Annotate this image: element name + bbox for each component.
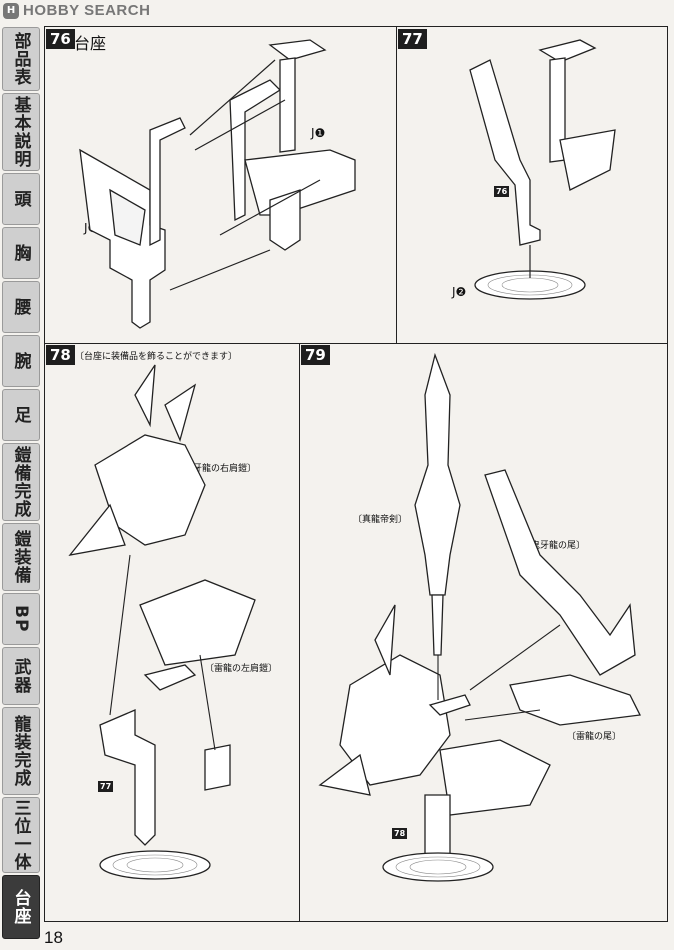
step-77-number: 77 — [398, 29, 427, 49]
tab-head[interactable]: 頭 — [2, 173, 40, 225]
label-tail: 〔鬼牙龍の尾〕 — [522, 541, 586, 551]
tab-stand[interactable]: 台座 — [2, 875, 40, 939]
tab-label: 基本説明 — [10, 96, 31, 168]
tab-label: 胸 — [10, 244, 31, 262]
tab-armor-equip[interactable]: 鎧装備 — [2, 523, 40, 591]
tab-label: 武器 — [10, 658, 31, 694]
label-j1: J❶ — [311, 126, 326, 140]
tab-label: 頭 — [10, 190, 31, 208]
label-right-shoulder-armor: 〔鬼牙龍の右肩鎧〕 — [175, 464, 257, 474]
panel-divider-bottom — [299, 343, 300, 922]
label-thunder-tail: 〔雷龍の尾〕 — [567, 732, 622, 742]
panel-divider-top — [396, 26, 397, 344]
hobby-search-logo: H HOBBY SEARCH — [3, 2, 150, 19]
tab-label: 足 — [10, 406, 31, 424]
shoulder-armor-mount-illustration — [68, 364, 256, 880]
label-sword: 〔真龍帝剣〕 — [353, 515, 408, 525]
tab-arm[interactable]: 腕 — [2, 335, 40, 387]
display-stand-complete-illustration — [318, 352, 641, 882]
step-77-ref-tag: 76 — [494, 186, 510, 197]
panel-divider-middle — [44, 343, 668, 344]
tab-label: 部品表 — [10, 32, 31, 86]
tab-trinity[interactable]: 三位一体 — [2, 797, 40, 873]
tab-dragon-armor-complete[interactable]: 龍装完成 — [2, 707, 40, 795]
tab-weapons[interactable]: 武器 — [2, 647, 40, 705]
tab-label: 台座 — [10, 889, 31, 925]
tab-label: 腰 — [10, 298, 31, 316]
tab-label: 鎧装備 — [10, 530, 31, 584]
step-78-ref-tag: 77 — [98, 781, 114, 792]
tab-armor-complete[interactable]: 鎧備完成 — [2, 443, 40, 521]
stand-base-illustration — [469, 39, 616, 300]
step-78-number: 78 — [46, 345, 75, 365]
tab-label: BP — [11, 605, 31, 633]
label-j2: J❷ — [452, 285, 467, 299]
step-76-title: 台座 — [74, 34, 107, 53]
tab-label: 腕 — [10, 352, 31, 370]
tab-leg[interactable]: 足 — [2, 389, 40, 441]
step-79-ref-tag: 78 — [392, 828, 408, 839]
tab-bp[interactable]: BP — [2, 593, 40, 645]
page-header: H HOBBY SEARCH — [0, 0, 674, 24]
step-76-number: 76 — [46, 29, 75, 49]
logo-text: HOBBY SEARCH — [23, 2, 151, 19]
tab-chest[interactable]: 胸 — [2, 227, 40, 279]
tab-label: 三位一体 — [10, 799, 31, 871]
instruction-frame — [44, 26, 668, 922]
step-79-number: 79 — [301, 345, 330, 365]
page-number: 18 — [44, 928, 63, 947]
tab-parts-list[interactable]: 部品表 — [2, 27, 40, 91]
logo-mark-icon: H — [3, 2, 19, 19]
stand-assembly-illustration — [79, 39, 356, 329]
tab-label: 龍装完成 — [10, 715, 31, 787]
step-78-note: 〔台座に装備品を飾ることができます〕 — [75, 352, 238, 362]
label-left-shoulder-armor: 〔雷龍の左肩鎧〕 — [205, 664, 278, 674]
tab-label: 鎧備完成 — [10, 446, 31, 518]
tab-basic-instructions[interactable]: 基本説明 — [2, 93, 40, 171]
tab-waist[interactable]: 腰 — [2, 281, 40, 333]
